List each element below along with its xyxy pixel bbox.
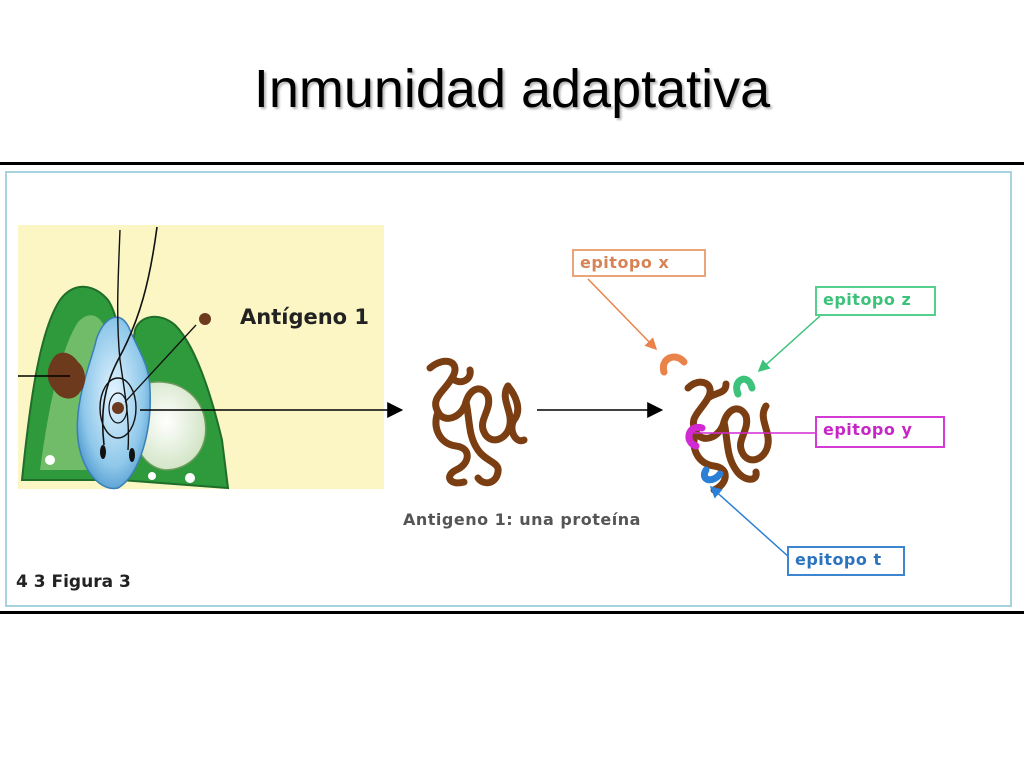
white-dot xyxy=(45,455,55,465)
epitope-z-mark xyxy=(733,375,756,398)
epitope-x-label: epitopo x xyxy=(572,249,706,277)
white-dot xyxy=(185,473,195,483)
antigen-dot xyxy=(199,313,211,325)
epitope-y-label: epitopo y xyxy=(815,416,945,448)
epitope-z-label: epitopo z xyxy=(815,286,936,316)
cell-tissue-illustration xyxy=(18,226,404,490)
epitope-t-mark xyxy=(701,466,724,484)
blue-dendritic-cell xyxy=(76,316,151,490)
white-dot xyxy=(148,472,156,480)
epitope-t-label: epitopo t xyxy=(787,546,905,576)
epitope-y-mark xyxy=(685,423,706,450)
slide-title: Inmunidad adaptativa xyxy=(253,59,771,119)
epitope-t-arrow xyxy=(709,485,791,559)
epitope-z-arrow xyxy=(757,315,821,373)
antigen-label: Antígeno 1 xyxy=(240,305,370,329)
epitope-x-mark xyxy=(659,353,688,376)
protein-antigen-1 xyxy=(426,357,528,487)
protein-with-epitopes xyxy=(659,353,772,494)
figure-caption: 4 3 Figura 3 xyxy=(16,572,131,592)
epitope-x-arrow xyxy=(587,278,658,351)
protein-caption: Antigeno 1: una proteína xyxy=(403,510,641,529)
